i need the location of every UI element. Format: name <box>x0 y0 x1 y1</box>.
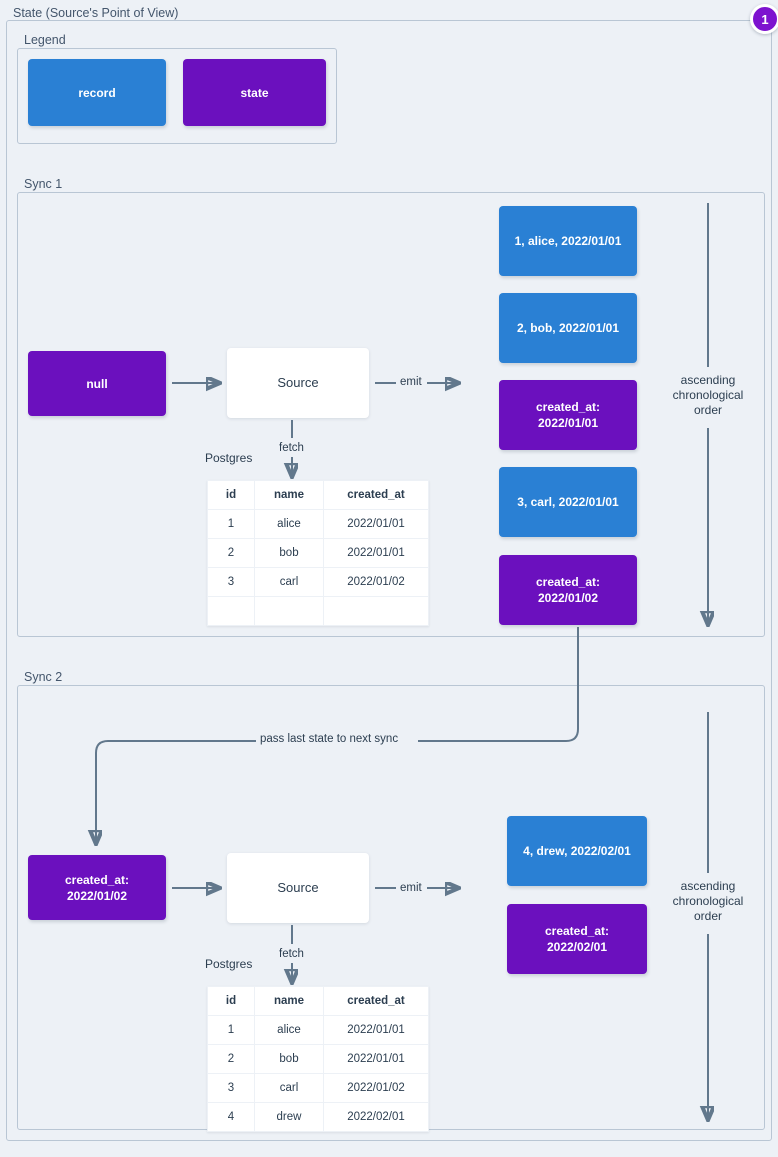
column-header-id: id <box>207 480 255 510</box>
sync2-order-note: ascending chronological order <box>672 879 744 923</box>
outer-frame <box>6 20 772 1141</box>
cell-name: alice <box>254 1015 324 1045</box>
sync1-source-label: Source <box>277 375 319 390</box>
cell-id: 3 <box>207 567 255 597</box>
cell-created-at: 2022/01/01 <box>323 538 429 568</box>
sync1-db-label: Postgres <box>205 451 253 465</box>
cell-created-at: 2022/01/01 <box>323 509 429 539</box>
sync1-emitted-record-3-label: 3, carl, 2022/01/01 <box>517 495 619 509</box>
cell-created-at: 2022/01/01 <box>323 1015 429 1045</box>
cell-created-at: 2022/01/01 <box>323 1044 429 1074</box>
legend-frame <box>17 48 337 144</box>
legend-label-record: record <box>78 85 116 100</box>
table-row: 3 carl 2022/01/02 <box>207 1073 429 1103</box>
cell-name: drew <box>254 1102 324 1132</box>
cell-created-at: 2022/02/01 <box>323 1102 429 1132</box>
sync2-input-state: created_at: 2022/01/02 <box>28 855 166 920</box>
cell-id: 3 <box>207 1073 255 1103</box>
sync1-emitted-record-2: 2, bob, 2022/01/01 <box>499 293 637 363</box>
sync1-emitted-state-1: created_at: 2022/01/01 <box>499 380 637 450</box>
legend-swatch-record: record <box>28 59 166 126</box>
cell-created-at: 2022/01/02 <box>323 567 429 597</box>
sync1-emitted-state-1-label: created_at: 2022/01/01 <box>535 400 601 430</box>
cell-created-at <box>323 596 429 626</box>
sync1-order-note: ascending chronological order <box>672 373 744 417</box>
table-row: 2 bob 2022/01/01 <box>207 1044 429 1074</box>
sync1-emitted-state-2: created_at: 2022/01/02 <box>499 555 637 625</box>
sync2-source: Source <box>227 853 369 923</box>
sync1-emitted-record-2-label: 2, bob, 2022/01/01 <box>516 321 620 335</box>
cell-name: bob <box>254 538 324 568</box>
sync2-db-label: Postgres <box>205 957 253 971</box>
cell-id: 2 <box>207 1044 255 1074</box>
table-row <box>207 596 429 626</box>
cell-name: alice <box>254 509 324 539</box>
legend-label-state: state <box>240 85 269 100</box>
column-header-id: id <box>207 986 255 1016</box>
cell-id: 1 <box>207 509 255 539</box>
table-header-row: id name created_at <box>207 480 429 510</box>
sync2-emit-label: emit <box>398 881 424 895</box>
sync1-fetch-label: fetch <box>277 441 306 455</box>
sync2-emitted-state-1: created_at: 2022/02/01 <box>507 904 647 974</box>
cell-name <box>254 596 324 626</box>
cell-created-at: 2022/01/02 <box>323 1073 429 1103</box>
sync2-emitted-record-1: 4, drew, 2022/02/01 <box>507 816 647 886</box>
sync2-fetch-label: fetch <box>277 947 306 961</box>
pass-state-label: pass last state to next sync <box>258 732 401 746</box>
sync2-label: Sync 2 <box>21 670 66 684</box>
step-badge[interactable]: 1 <box>750 4 778 34</box>
sync2-emitted-record-1-label: 4, drew, 2022/02/01 <box>523 844 631 858</box>
table-row: 1 alice 2022/01/01 <box>207 509 429 539</box>
table-row: 2 bob 2022/01/01 <box>207 538 429 568</box>
sync1-emitted-record-1: 1, alice, 2022/01/01 <box>499 206 637 276</box>
sync1-postgres-table: id name created_at 1 alice 2022/01/01 2 … <box>207 480 429 626</box>
sync1-emitted-state-2-label: created_at: 2022/01/02 <box>535 575 601 605</box>
sync2-input-state-label: created_at: 2022/01/02 <box>64 872 130 903</box>
sync1-frame <box>17 192 765 637</box>
page-title: State (Source's Point of View) <box>10 6 182 20</box>
sync1-label: Sync 1 <box>21 177 66 191</box>
cell-id: 2 <box>207 538 255 568</box>
sync1-emitted-record-1-label: 1, alice, 2022/01/01 <box>514 234 622 248</box>
column-header-name: name <box>254 986 324 1016</box>
sync1-emitted-record-3: 3, carl, 2022/01/01 <box>499 467 637 537</box>
cell-id: 1 <box>207 1015 255 1045</box>
table-row: 1 alice 2022/01/01 <box>207 1015 429 1045</box>
cell-name: bob <box>254 1044 324 1074</box>
cell-id <box>207 596 255 626</box>
table-row: 4 drew 2022/02/01 <box>207 1102 429 1132</box>
sync1-emit-label: emit <box>398 375 424 389</box>
column-header-created-at: created_at <box>323 986 429 1016</box>
sync1-source: Source <box>227 348 369 418</box>
sync1-input-state-label: null <box>86 376 108 391</box>
column-header-name: name <box>254 480 324 510</box>
sync2-postgres-table: id name created_at 1 alice 2022/01/01 2 … <box>207 986 429 1132</box>
sync2-source-label: Source <box>277 880 319 895</box>
table-header-row: id name created_at <box>207 986 429 1016</box>
cell-name: carl <box>254 567 324 597</box>
column-header-created-at: created_at <box>323 480 429 510</box>
cell-id: 4 <box>207 1102 255 1132</box>
table-row: 3 carl 2022/01/02 <box>207 567 429 597</box>
cell-name: carl <box>254 1073 324 1103</box>
legend-label: Legend <box>21 33 69 47</box>
sync1-input-state: null <box>28 351 166 416</box>
legend-swatch-state: state <box>183 59 326 126</box>
sync2-emitted-state-1-label: created_at: 2022/02/01 <box>544 924 610 954</box>
